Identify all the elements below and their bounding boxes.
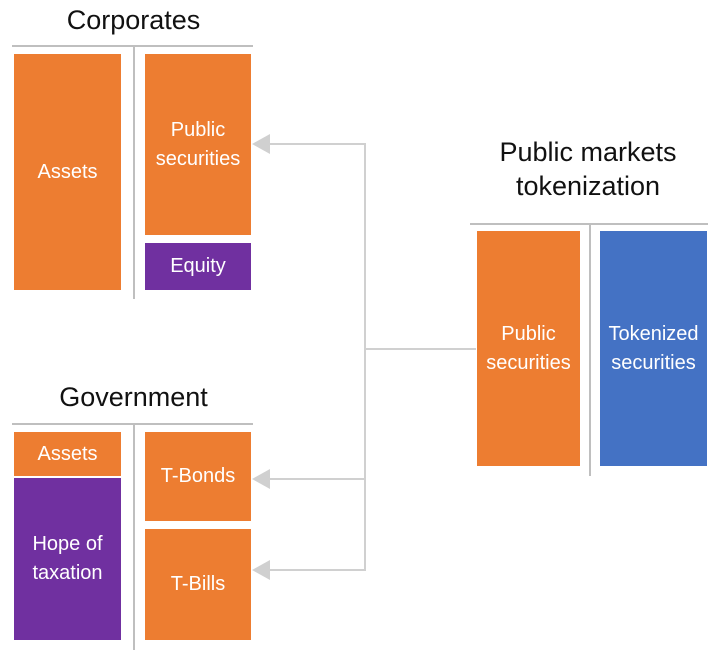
corporates-header-line [12,45,253,47]
tokenization-tokenized-securities-box: Tokenized securities [600,231,707,466]
corporates-assets-box: Assets [14,54,121,290]
government-divider [133,423,135,650]
tokenization-divider [589,223,591,476]
corporates-divider [133,45,135,299]
tokenization-public-securities-box: Public securities [477,231,580,466]
corporates-public-securities-box: Public securities [145,54,251,235]
government-title: Government [59,382,208,412]
corporates-equity-box: Equity [145,243,251,290]
government-hope-of-taxation-box: Hope of taxation [14,478,121,640]
connector-to-corp-public-securities [268,143,366,571]
government-t-bills-box: T-Bills [145,529,251,640]
government-assets-box: Assets [14,432,121,476]
corporates-title: Corporates [66,5,201,35]
government-t-bonds-box: T-Bonds [145,432,251,521]
government-header-line [12,423,253,425]
arrowhead-corp-public-securities-icon [252,134,270,154]
arrowhead-t-bonds-icon [252,469,270,489]
tokenization-title: Public markets tokenization [499,137,677,201]
arrowhead-t-bills-icon [252,560,270,580]
